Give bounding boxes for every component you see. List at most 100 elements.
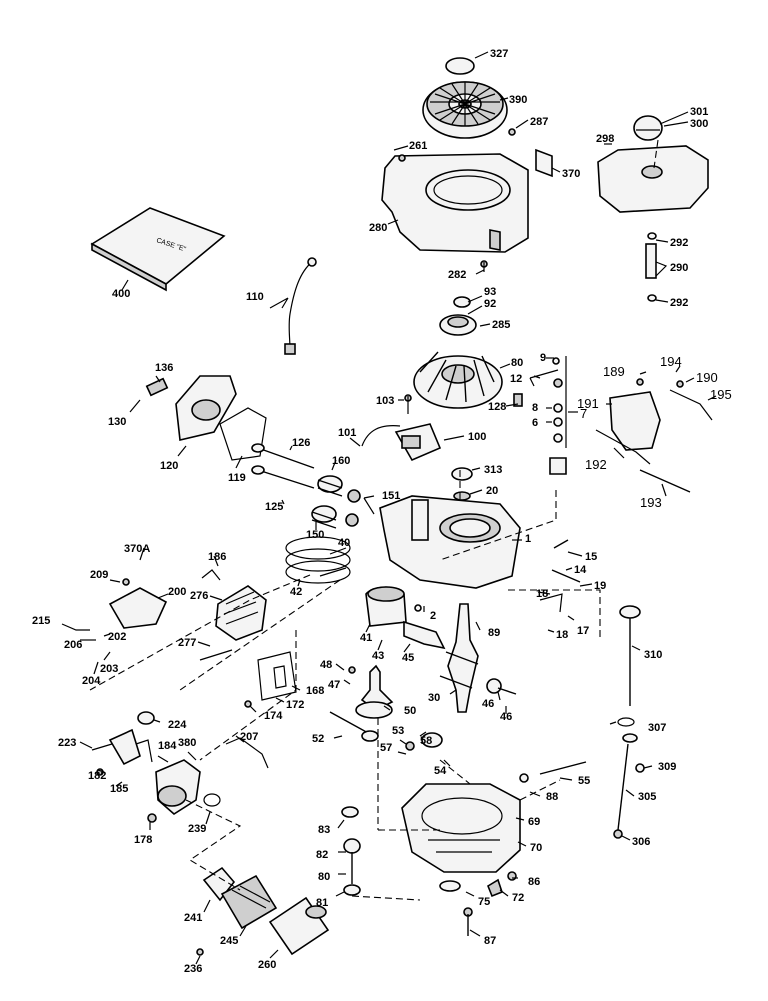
label-190: 190 [696,370,718,385]
connecting-rod [403,620,446,650]
label-53: 53 [392,725,404,737]
flywheel-nut [453,296,471,308]
label-202: 202 [108,631,126,643]
label-93: 93 [484,286,496,298]
label-120: 120 [160,460,178,472]
wire-clip [244,700,252,708]
cylinder-block [379,495,521,589]
label-7: 7 [580,406,587,421]
label-260: 260 [258,959,276,971]
label-17: 17 [577,625,589,637]
cylinder-head [175,375,237,441]
label-380: 380 [178,737,196,749]
label-15: 15 [585,551,597,563]
intake-elbow [91,728,141,776]
breather [451,467,473,501]
label-200: 200 [168,586,186,598]
gasket-plate [257,651,297,701]
label-72: 72 [512,892,524,904]
label-80-lower: 80 [318,871,330,883]
starter-cap [445,57,475,75]
label-151: 151 [382,490,400,502]
spark-plug-wire [284,257,317,355]
choke-link [225,737,269,769]
label-292-top: 292 [670,237,688,249]
label-52: 52 [312,733,324,745]
label-306: 306 [632,836,650,848]
label-203: 203 [100,663,118,675]
label-282: 282 [448,269,466,281]
label-400: 400 [112,288,130,300]
label-370A: 370A [124,543,150,555]
fuel-bowl-screw [147,813,157,823]
label-18-top: 18 [536,588,548,600]
label-185: 185 [110,783,128,795]
label-390: 390 [509,94,527,106]
label-160: 160 [332,455,350,467]
control-bracket [595,378,713,493]
label-195: 195 [710,387,732,402]
drain-plug [487,878,503,898]
label-50: 50 [404,705,416,717]
label-223: 223 [58,737,76,749]
breather-tube [199,649,233,661]
label-128: 128 [488,401,506,413]
label-9: 9 [540,352,546,364]
label-81: 81 [316,897,328,909]
crankshaft [439,603,479,713]
carburetor [135,739,201,815]
label-69: 69 [528,816,540,828]
starter-bolt [508,128,516,136]
label-309: 309 [658,761,676,773]
label-310: 310 [644,649,662,661]
label-224: 224 [168,719,187,731]
piston-rings [285,536,351,584]
pulley-parts [529,356,567,475]
label-70: 70 [530,842,542,854]
label-245: 245 [220,935,238,947]
flywheel [413,351,503,409]
ignition-coil [361,423,442,462]
label-189: 189 [603,364,625,379]
housing-decal [535,148,553,178]
label-46-a: 46 [482,698,494,710]
muffler-screen [220,874,278,930]
filter-screw [196,948,204,956]
label-178: 178 [134,834,152,846]
label-301: 301 [690,106,708,118]
label-47: 47 [328,679,340,691]
crank-gear [486,678,517,695]
dipstick [617,605,641,727]
label-241: 241 [184,912,202,924]
label-184: 184 [158,740,177,752]
label-14: 14 [574,564,587,576]
label-103: 103 [376,395,394,407]
label-172: 172 [286,699,304,711]
label-2: 2 [430,610,436,622]
governor-gear [405,732,443,751]
label-136: 136 [155,362,173,374]
label-209: 209 [90,569,108,581]
label-8: 8 [532,402,538,414]
label-298: 298 [596,133,614,145]
camshaft [348,664,394,719]
label-150: 150 [306,529,324,541]
label-204: 204 [82,675,101,687]
label-87: 87 [484,935,496,947]
label-75: 75 [478,896,490,908]
flywheel-key [513,393,523,407]
label-88: 88 [546,791,558,803]
label-194: 194 [660,354,682,369]
label-54: 54 [434,765,447,777]
label-1: 1 [525,533,531,545]
air-filter-element [268,896,330,956]
sump-screw [507,871,517,881]
label-46-b: 46 [500,711,512,723]
flywheel-cup [439,314,477,336]
head-gasket [219,407,267,461]
label-45: 45 [402,652,414,664]
label-125: 125 [265,501,283,513]
oil-seal-parts [539,539,581,613]
label-58: 58 [420,735,432,747]
label-182: 182 [88,770,106,782]
